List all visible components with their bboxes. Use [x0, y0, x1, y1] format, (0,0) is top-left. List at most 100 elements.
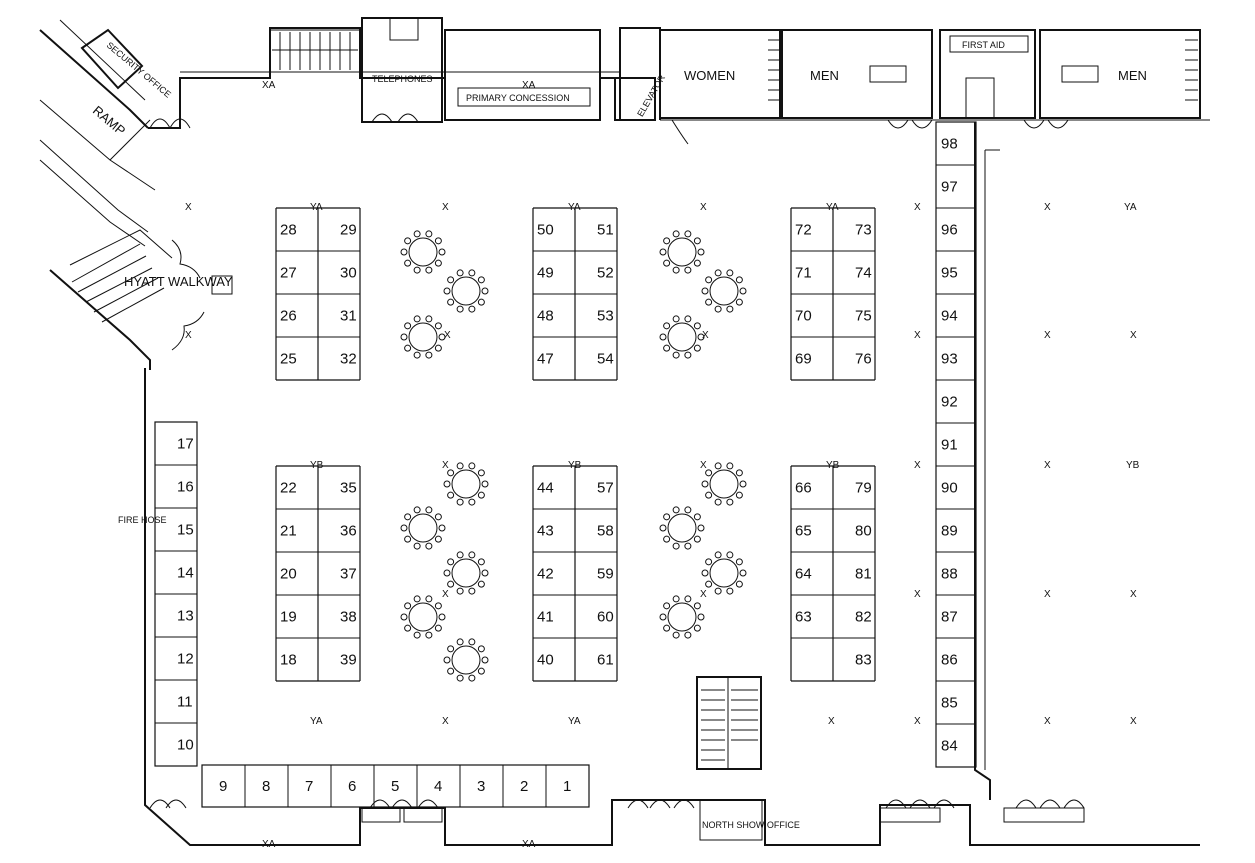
room-labels: SECURITY OFFICE RAMP TELEPHONES PRIMARY …	[90, 40, 1147, 830]
booth-number: 91	[941, 437, 958, 454]
marker-x: X	[1130, 330, 1137, 341]
booth-number: 49	[537, 265, 554, 282]
chair-icon	[697, 613, 705, 621]
booth-number: 75	[855, 308, 872, 325]
chair-icon	[477, 469, 485, 477]
chair-icon	[438, 613, 446, 621]
elevator-label: ELEVATOR	[635, 73, 667, 119]
chair-icon	[693, 344, 701, 352]
marker-x: X	[1044, 460, 1051, 471]
chair-icon	[468, 462, 476, 470]
chair-icon	[425, 631, 433, 639]
booth-number: 5	[391, 778, 399, 795]
booth-number: 13	[177, 608, 194, 625]
booth-number: 27	[280, 265, 297, 282]
chair-icon	[447, 469, 455, 477]
booth-number: 40	[537, 652, 554, 669]
chair-icon	[425, 266, 433, 274]
booth-number: 98	[941, 136, 958, 153]
stair-top	[272, 32, 358, 70]
hyatt-walkway-structure	[49, 229, 233, 370]
round-table	[701, 551, 747, 595]
booth-number: 72	[795, 222, 812, 239]
chair-icon	[477, 558, 485, 566]
chair-icon	[684, 506, 692, 514]
booth-number: 53	[597, 308, 614, 325]
round-table	[443, 269, 489, 313]
chair-icon	[714, 551, 722, 559]
marker-x: X	[1044, 330, 1051, 341]
booth-number: 6	[348, 778, 356, 795]
chair-icon	[705, 558, 713, 566]
round-table	[400, 595, 446, 639]
round-table	[659, 230, 705, 274]
booth-number: 87	[941, 609, 958, 626]
chair-icon	[663, 624, 671, 632]
marker-x: X	[914, 202, 921, 213]
chair-icon	[413, 266, 421, 274]
hyatt-walkway-label: HYATT WALKWAY	[124, 274, 233, 289]
chair-icon	[693, 602, 701, 610]
marker-x: X	[914, 589, 921, 600]
marker-x: X	[828, 716, 835, 727]
chair-icon	[400, 613, 408, 621]
booth-number: 36	[340, 523, 357, 540]
booth-number: 30	[340, 265, 357, 282]
chair-icon	[434, 624, 442, 632]
chair-icon	[468, 498, 476, 506]
chair-icon	[404, 259, 412, 267]
chair-icon	[714, 269, 722, 277]
chair-icon	[663, 237, 671, 245]
chair-icon	[404, 513, 412, 521]
chair-icon	[701, 287, 709, 295]
marker-xa: XA	[262, 80, 276, 91]
women-label: WOMEN	[684, 68, 735, 83]
marker-x: X	[700, 589, 707, 600]
booth-number: 37	[340, 566, 357, 583]
chair-icon	[456, 551, 464, 559]
booth-number: 47	[537, 351, 554, 368]
chair-icon	[413, 595, 421, 603]
round-table	[443, 551, 489, 595]
round-table	[443, 638, 489, 682]
booth-number: 35	[340, 480, 357, 497]
chair-icon	[404, 535, 412, 543]
booth-number: 17	[177, 436, 194, 453]
booth-number: 8	[262, 778, 270, 795]
chair-icon	[400, 248, 408, 256]
booth-number: 43	[537, 523, 554, 540]
booth-number: 89	[941, 523, 958, 540]
marker-x: X	[1044, 716, 1051, 727]
chair-icon	[735, 580, 743, 588]
chair-icon	[468, 587, 476, 595]
chair-icon	[663, 513, 671, 521]
chair-icon	[468, 638, 476, 646]
marker-xa: XA	[262, 839, 276, 850]
chair-icon	[456, 674, 464, 682]
chair-icon	[672, 351, 680, 359]
booth-number: 90	[941, 480, 958, 497]
fire-hose-label: FIRE HOSE	[118, 515, 167, 525]
booth-number: 41	[537, 609, 554, 626]
chair-icon	[672, 542, 680, 550]
chair-icon	[659, 613, 667, 621]
chair-icon	[425, 506, 433, 514]
security-office-label: SECURITY OFFICE	[105, 40, 173, 100]
booth-number: 95	[941, 265, 958, 282]
chair-icon	[413, 351, 421, 359]
chair-icon	[413, 631, 421, 639]
chair-icon	[659, 333, 667, 341]
booth-number: 65	[795, 523, 812, 540]
booth-number: 70	[795, 308, 812, 325]
booth-number: 73	[855, 222, 872, 239]
booth-number: 25	[280, 351, 297, 368]
chair-icon	[672, 506, 680, 514]
booth-number: 3	[477, 778, 485, 795]
chair-icon	[468, 551, 476, 559]
chair-icon	[447, 298, 455, 306]
booth-number: 16	[177, 479, 194, 496]
chair-icon	[456, 269, 464, 277]
